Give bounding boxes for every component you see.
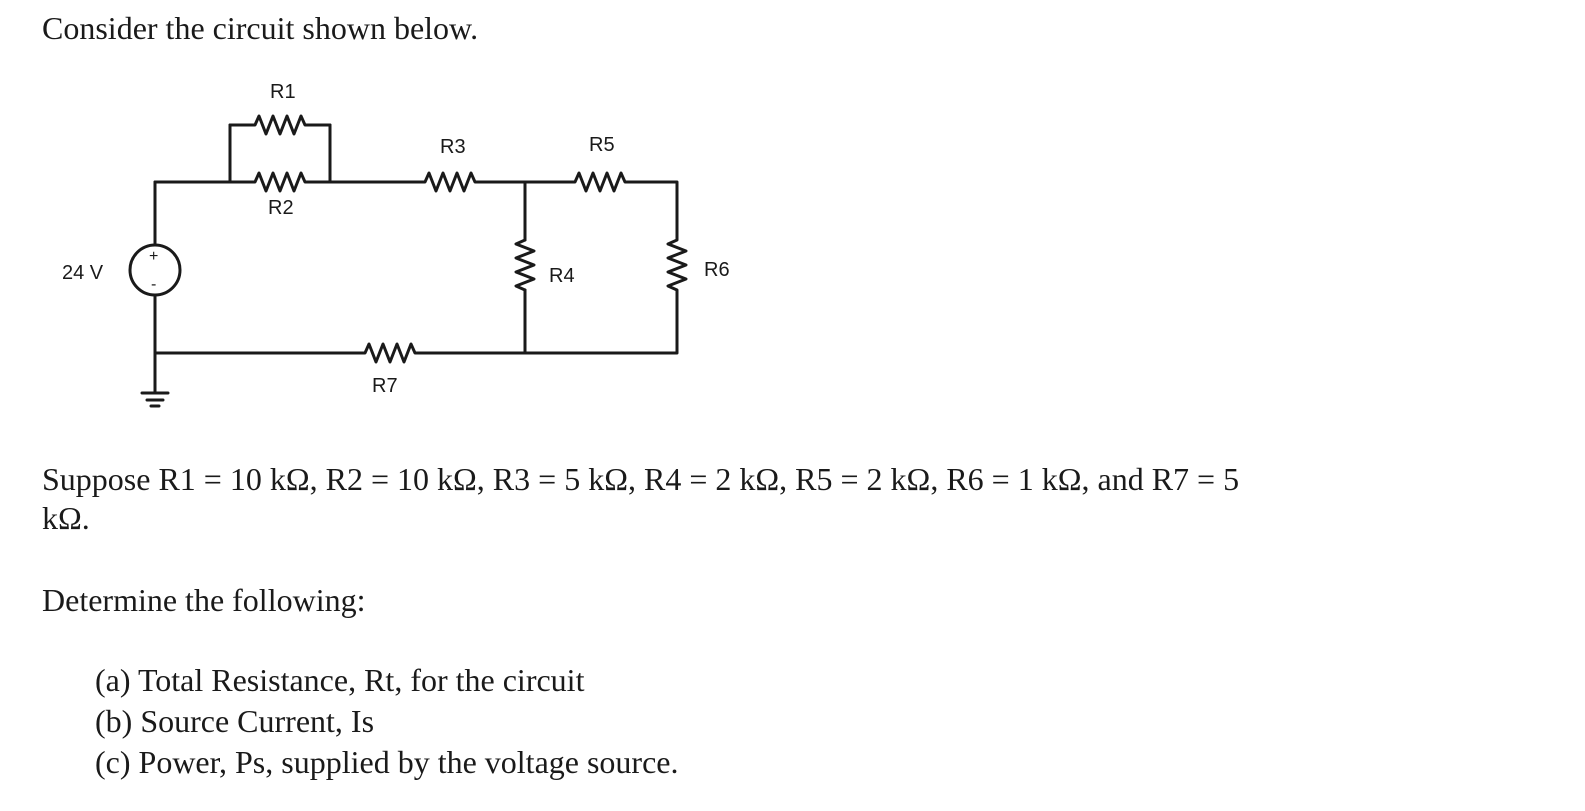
resistor-r1 [228,114,332,136]
resistor-r7 [338,342,442,364]
resistor-r4 [514,238,536,292]
label-r4: R4 [549,265,575,287]
label-r7: R7 [372,375,398,397]
question-list: (a) Total Resistance, Rt, for the circui… [95,660,678,783]
label-r3: R3 [440,136,466,158]
resistor-r6 [666,213,688,317]
label-r2: R2 [268,197,294,219]
determine-heading: Determine the following: [42,582,366,618]
resistor-r2 [228,171,332,193]
wire-r5-to-corner [648,180,679,217]
question-item-b: (b) Source Current, Is [95,703,375,739]
resistor-r5 [548,171,652,193]
label-r6: R6 [704,259,730,281]
label-r5: R5 [589,134,615,156]
ground-symbol [140,391,170,408]
wire-r6-bottom [523,313,679,355]
circuit-diagram: 24 V + - R1 R2 R3 R4 R5 R6 R7 [62,81,730,408]
question-item-c: (c) Power, Ps, supplied by the voltage s… [95,744,679,780]
source-plus-sign: + [149,248,158,265]
source-voltage-label: 24 V [62,262,104,284]
resistor-values-line-2: kΩ. [42,500,90,536]
intro-text: Consider the circuit shown below. [42,10,479,46]
label-r1: R1 [270,81,296,103]
source-minus-sign: - [151,276,156,293]
resistor-r3 [398,171,502,193]
question-item-a: (a) Total Resistance, Rt, for the circui… [95,662,585,698]
resistor-values-line-1: Suppose R1 = 10 kΩ, R2 = 10 kΩ, R3 = 5 k… [42,461,1240,497]
